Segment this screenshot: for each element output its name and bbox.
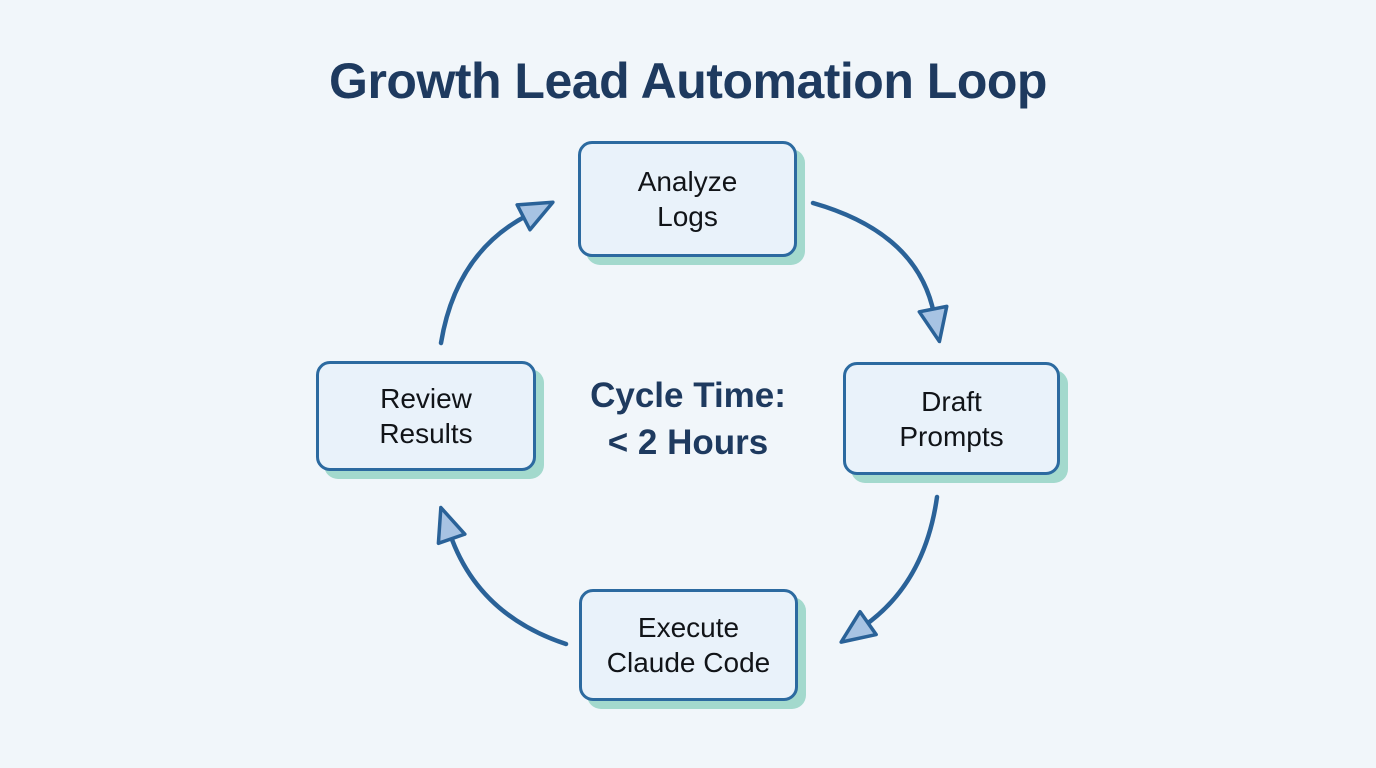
- cycle-time-line2: < 2 Hours: [607, 423, 769, 462]
- cycle-time-line1: Cycle Time:: [590, 376, 786, 415]
- node-draft-prompts-label: Draft Prompts: [899, 385, 1004, 452]
- node-review-results-label: Review Results: [379, 383, 473, 449]
- diagram-title: Growth Lead Automation Loop: [329, 53, 1047, 109]
- arrow-analyze-to-draft: [810, 200, 949, 344]
- arrow-execute-to-review: [436, 505, 569, 647]
- node-execute-claude-code-label: Execute Claude Code: [606, 612, 771, 678]
- node-execute-claude-code: Execute Claude Code: [579, 589, 798, 701]
- node-analyze-logs-label: Analyze Logs: [637, 166, 738, 232]
- node-draft-prompts: Draft Prompts: [843, 362, 1060, 475]
- node-analyze-logs: Analyze Logs: [578, 141, 797, 257]
- cycle-time-annotation: Cycle Time: < 2 Hours: [488, 372, 888, 466]
- arrow-review-to-analyze: [438, 200, 555, 346]
- node-review-results: Review Results: [316, 361, 536, 471]
- arrow-draft-to-execute: [839, 494, 940, 644]
